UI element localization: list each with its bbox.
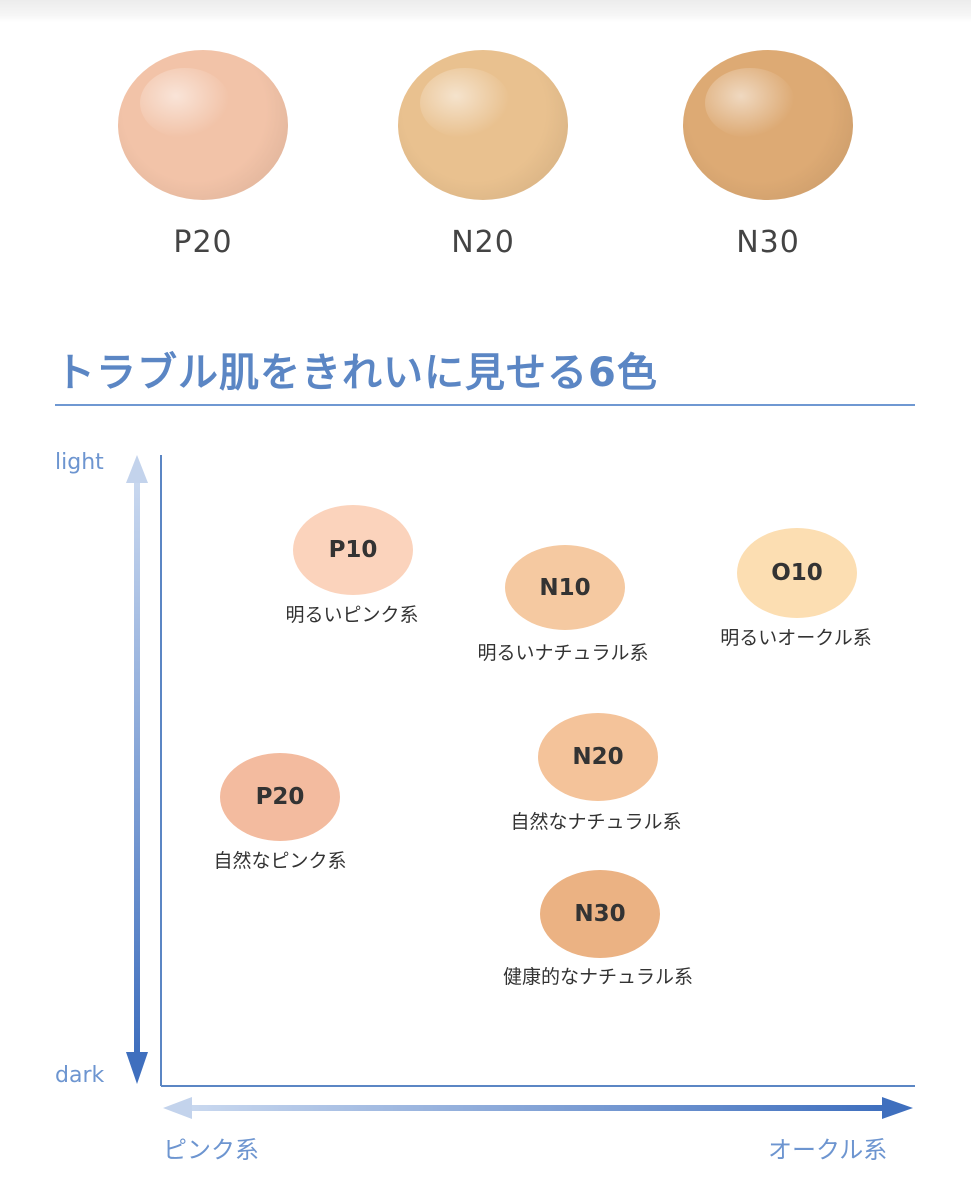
shade-label-n10: 明るいナチュラル系 — [477, 642, 649, 664]
section-title: トラブル肌をきれいに見せる6色 — [55, 350, 658, 396]
axis-label-ochre: オークル系 — [768, 1136, 888, 1164]
swatch-p20 — [118, 50, 288, 200]
vertical-arrow-down-head — [126, 1052, 148, 1084]
swatch-label-p20: P20 — [173, 225, 233, 260]
horizontal-arrow-right-head — [882, 1097, 913, 1119]
shade-label-n30: 健康的なナチュラル系 — [502, 966, 693, 988]
shade-dot-o10: O10 — [737, 528, 857, 618]
horizontal-arrow-shaft — [190, 1105, 884, 1111]
vertical-arrow-up-head — [126, 455, 148, 483]
shade-dot-p20: P20 — [220, 753, 340, 841]
shade-label-o10: 明るいオークル系 — [720, 627, 872, 649]
swatch-shine — [140, 68, 230, 138]
vertical-arrow-shaft — [134, 480, 140, 1052]
shade-label-p10: 明るいピンク系 — [285, 604, 419, 626]
horizontal-arrow-left-head — [163, 1097, 192, 1119]
shade-dot-n20: N20 — [538, 713, 658, 801]
shade-dot-p10: P10 — [293, 505, 413, 595]
swatch-shine — [705, 68, 795, 138]
swatch-n20 — [398, 50, 568, 200]
top-shadow-bar — [0, 0, 971, 22]
shade-dot-n30: N30 — [540, 870, 660, 958]
axis-label-pink: ピンク系 — [163, 1136, 259, 1164]
section-divider — [55, 404, 915, 406]
swatch-label-n30: N30 — [736, 225, 800, 260]
shade-label-n20: 自然なナチュラル系 — [510, 811, 682, 833]
axis-label-light: light — [55, 450, 104, 475]
axis-label-dark: dark — [55, 1063, 105, 1088]
swatch-shine — [420, 68, 510, 138]
swatch-n30 — [683, 50, 853, 200]
shade-dot-n10: N10 — [505, 545, 625, 630]
swatch-label-n20: N20 — [451, 225, 515, 260]
shade-label-p20: 自然なピンク系 — [213, 850, 347, 872]
